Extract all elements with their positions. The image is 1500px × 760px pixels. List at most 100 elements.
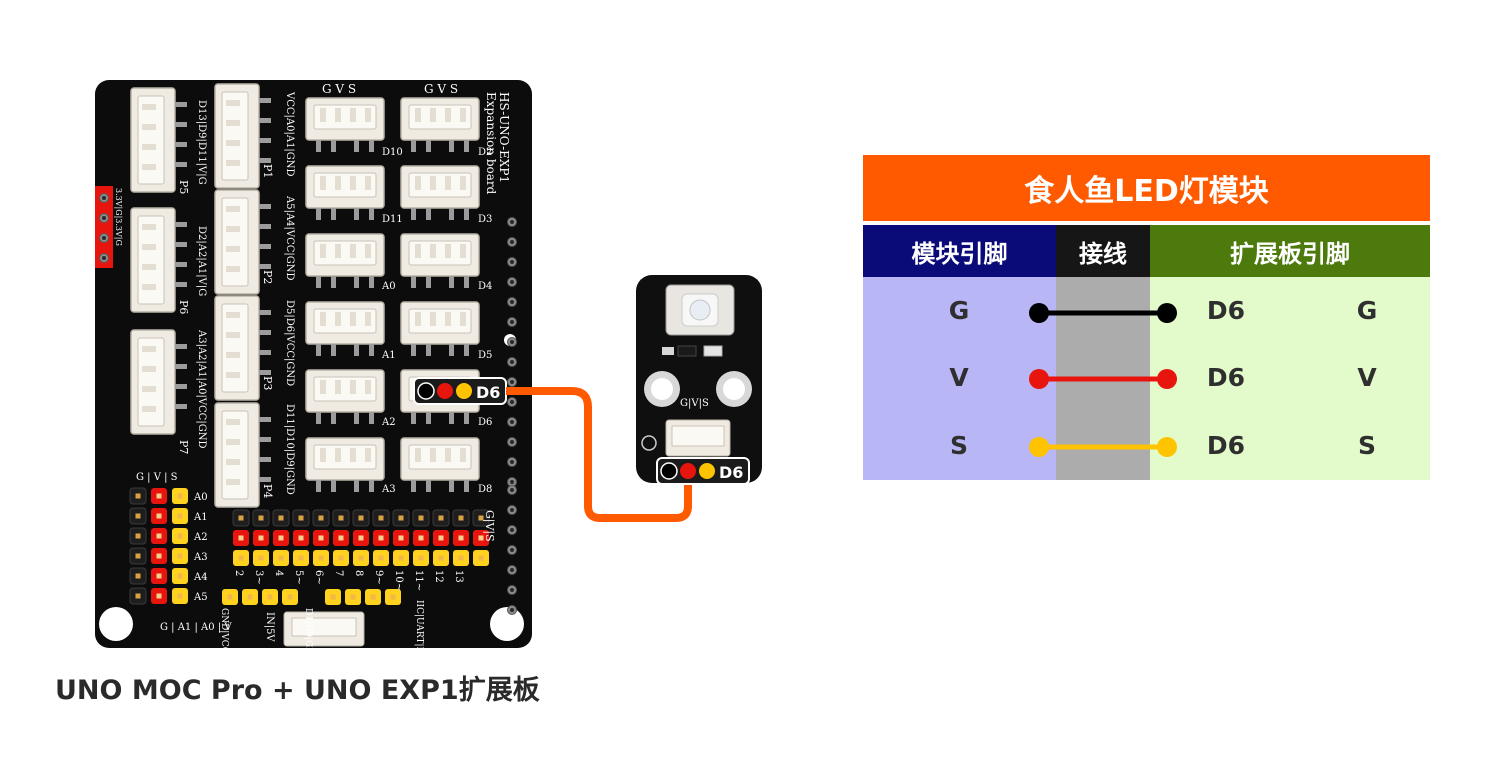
digital-pin-label: 11~ bbox=[413, 570, 424, 591]
header-pin bbox=[453, 530, 469, 546]
header-pin bbox=[393, 530, 409, 546]
digital-pin-label: 6~ bbox=[313, 570, 324, 585]
header-pin bbox=[282, 589, 298, 605]
header-hole bbox=[507, 565, 517, 575]
header-hole bbox=[507, 337, 517, 347]
digital-pin-label: 13 bbox=[453, 570, 464, 583]
header-pin bbox=[232, 509, 250, 527]
header-hole bbox=[507, 317, 517, 327]
mount-hole bbox=[490, 607, 524, 641]
analog-label-a4: A4 bbox=[193, 572, 208, 583]
header-hole bbox=[507, 585, 517, 595]
wire-end-dot bbox=[1157, 437, 1177, 457]
header-pin bbox=[172, 488, 188, 504]
header-pin bbox=[452, 509, 470, 527]
header-pin bbox=[353, 530, 369, 546]
p1-label: P1 bbox=[261, 164, 274, 178]
header-module-pin: 模块引脚 bbox=[863, 225, 1056, 277]
header-pin bbox=[325, 589, 341, 605]
header-pin bbox=[129, 507, 147, 525]
vert-label-1: VCC|A0|A1|GND bbox=[284, 91, 295, 177]
digital-pin-label: 10~ bbox=[393, 570, 404, 591]
header-pin bbox=[253, 550, 269, 566]
header-pin bbox=[233, 550, 249, 566]
header-pin bbox=[312, 509, 330, 527]
header-pin bbox=[129, 547, 147, 565]
vert-label-4: D11|D10|D9|GND bbox=[284, 404, 295, 495]
header-pin bbox=[151, 488, 167, 504]
bottom-side2-label: IIC|UART|ND bbox=[414, 600, 424, 662]
bottom-mid2-label: D1|D0|GND|VCC bbox=[303, 608, 313, 686]
power-3v3-header bbox=[95, 186, 113, 268]
header-hole bbox=[507, 485, 517, 495]
digital-pin-label: 4 bbox=[273, 570, 284, 576]
p6-label: P6 bbox=[177, 300, 190, 314]
port-label-d4: D4 bbox=[478, 281, 492, 292]
header-pin bbox=[151, 548, 167, 564]
port-label-a3: A3 bbox=[381, 484, 396, 495]
header-hole bbox=[507, 257, 517, 267]
row-s-board-pin: S bbox=[1357, 431, 1376, 460]
header-pin bbox=[352, 509, 370, 527]
header-hole bbox=[507, 297, 517, 307]
header-pin bbox=[345, 589, 361, 605]
wiring-table: 食人鱼LED灯模块 模块引脚 接线 扩展板引脚 G D6 G V D6 V S … bbox=[863, 155, 1430, 480]
header-pin bbox=[473, 550, 489, 566]
header-pin bbox=[293, 530, 309, 546]
header-pin bbox=[433, 550, 449, 566]
header-hole bbox=[507, 525, 517, 535]
header-pin bbox=[252, 509, 270, 527]
header-pin bbox=[129, 487, 147, 505]
p4-label: P4 bbox=[261, 484, 274, 498]
digital-pin-label: 8 bbox=[353, 570, 364, 576]
header-pin bbox=[129, 527, 147, 545]
digital-pin-label: 3~ bbox=[253, 570, 264, 585]
header-pin bbox=[253, 530, 269, 546]
port-label-d8: D8 bbox=[478, 484, 492, 495]
cable bbox=[506, 387, 692, 522]
row-g-board-pin: G bbox=[1356, 296, 1378, 325]
row-v-board-pin: V bbox=[1357, 363, 1377, 392]
p3-label: P3 bbox=[261, 376, 274, 390]
analog-label-a5: A5 bbox=[193, 592, 208, 603]
header-pin bbox=[172, 588, 188, 604]
vert-label-2: A5|A4|VCC|GND bbox=[284, 195, 295, 281]
vert-label-8: 3.3V|G|3.3V|G bbox=[114, 188, 123, 246]
header-pin bbox=[313, 530, 329, 546]
header-pin bbox=[292, 509, 310, 527]
header-pin bbox=[151, 528, 167, 544]
header-pin bbox=[413, 550, 429, 566]
header-pin bbox=[332, 509, 350, 527]
header-hole bbox=[507, 377, 517, 387]
header-pin bbox=[385, 589, 401, 605]
port-label-d11: D11 bbox=[382, 214, 403, 225]
row-s-port: D6 bbox=[1206, 431, 1246, 460]
port-label-d5: D5 bbox=[478, 350, 492, 361]
header-pin bbox=[393, 550, 409, 566]
header-pin bbox=[413, 530, 429, 546]
header-pin bbox=[333, 550, 349, 566]
header-hole bbox=[507, 437, 517, 447]
header-pin bbox=[273, 530, 289, 546]
gvs-small-label: G | V | S bbox=[136, 472, 178, 483]
gvs-label-right: G V S bbox=[424, 82, 458, 96]
bottom-left-label: G | A1 | A0 | V bbox=[160, 622, 232, 633]
header-hole bbox=[507, 397, 517, 407]
power-symbol-icon bbox=[641, 435, 657, 451]
wire-end-dot bbox=[1029, 369, 1049, 389]
port-label-d3: D3 bbox=[478, 214, 492, 225]
port-label-d6: D6 bbox=[478, 417, 492, 428]
module-d6-label: D6 bbox=[719, 463, 743, 482]
header-pin bbox=[151, 588, 167, 604]
piranha-led-module bbox=[636, 275, 762, 485]
header-pin bbox=[222, 589, 238, 605]
header-pin bbox=[172, 548, 188, 564]
board-title-line1: HS-UNO-EXP1 bbox=[497, 92, 511, 183]
gvs-vertical-label: G|V|S bbox=[482, 510, 496, 542]
digital-pin-label: 5~ bbox=[293, 570, 304, 585]
header-pin bbox=[453, 550, 469, 566]
header-hole bbox=[507, 417, 517, 427]
gvs-label-left: G V S bbox=[322, 82, 356, 96]
p7-label: P7 bbox=[177, 440, 190, 454]
